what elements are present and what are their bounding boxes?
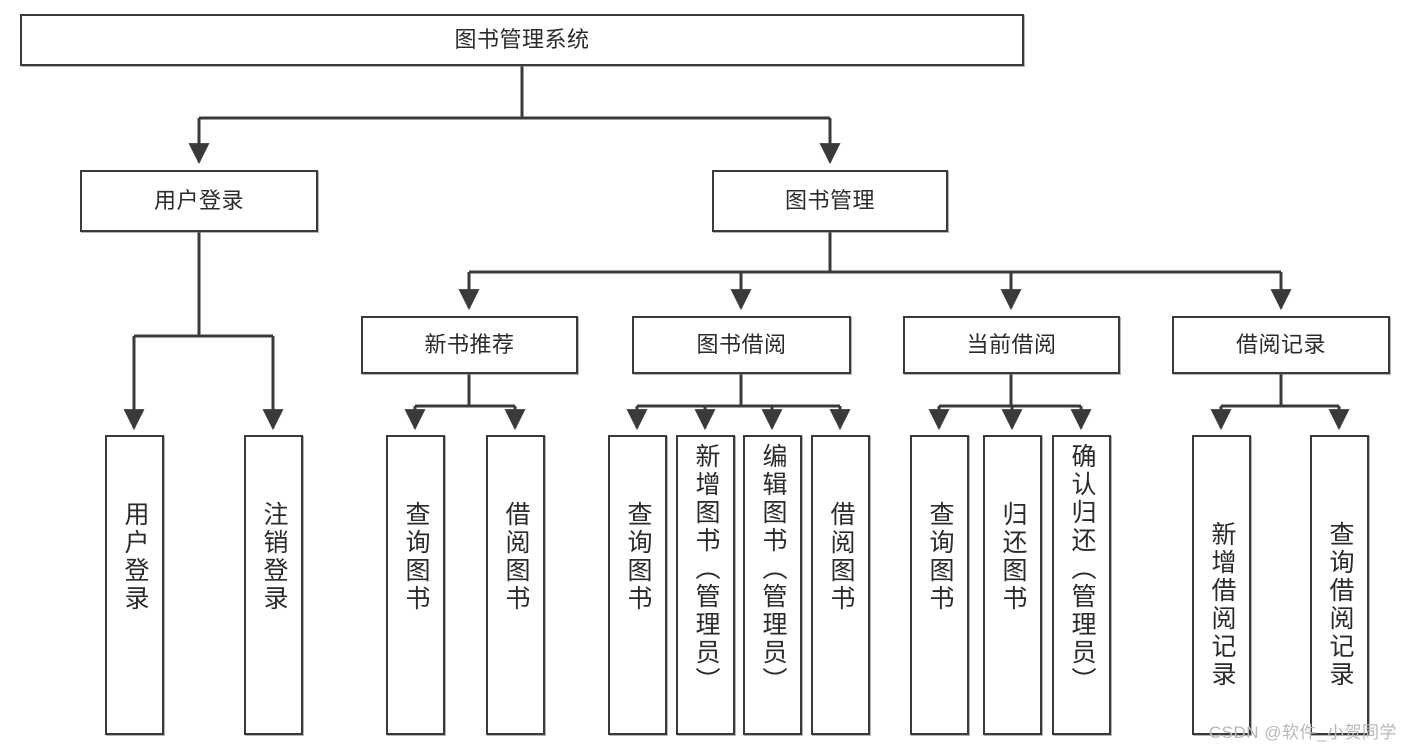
node-label-leaf-query-book-2: 查询图书 bbox=[624, 501, 652, 613]
node-leaf-borrow-book-1[interactable]: 借阅图书 bbox=[486, 435, 545, 735]
watermark: CSDN @软件_小贺同学 bbox=[1208, 723, 1397, 742]
node-leaf-query-record[interactable]: 查询借阅记录 bbox=[1310, 435, 1369, 735]
node-leaf-add-book[interactable]: 新增图书（管理员） bbox=[676, 435, 735, 735]
node-label-leaf-query-book-1: 查询图书 bbox=[402, 501, 430, 613]
node-label-book-borrow: 图书借阅 bbox=[696, 332, 787, 358]
node-label-leaf-return-book: 归还图书 bbox=[999, 501, 1027, 613]
node-leaf-edit-book[interactable]: 编辑图书（管理员） bbox=[743, 435, 802, 735]
node-borrow-record[interactable]: 借阅记录 bbox=[1172, 316, 1390, 374]
node-label-leaf-add-book: 新增图书（管理员） bbox=[692, 443, 720, 695]
node-book-borrow[interactable]: 图书借阅 bbox=[632, 316, 851, 374]
node-label-leaf-logout: 注销登录 bbox=[260, 501, 288, 613]
node-label-book-manage: 图书管理 bbox=[784, 188, 875, 214]
node-user-login[interactable]: 用户登录 bbox=[80, 170, 318, 232]
node-leaf-query-book-2[interactable]: 查询图书 bbox=[608, 435, 667, 735]
node-book-manage[interactable]: 图书管理 bbox=[712, 170, 948, 232]
node-label-user-login: 用户登录 bbox=[153, 188, 244, 214]
node-label-leaf-confirm-return: 确认归还（管理员） bbox=[1068, 443, 1096, 695]
node-leaf-add-record[interactable]: 新增借阅记录 bbox=[1192, 435, 1251, 735]
node-current-borrow[interactable]: 当前借阅 bbox=[903, 316, 1120, 374]
node-label-root: 图书管理系统 bbox=[454, 27, 590, 53]
node-leaf-query-book-3[interactable]: 查询图书 bbox=[910, 435, 969, 735]
node-label-leaf-add-record: 新增借阅记录 bbox=[1208, 521, 1236, 689]
node-new-book-recommend[interactable]: 新书推荐 bbox=[361, 316, 578, 374]
node-label-new-book-recommend: 新书推荐 bbox=[424, 332, 515, 358]
node-leaf-confirm-return[interactable]: 确认归还（管理员） bbox=[1052, 435, 1111, 735]
node-label-leaf-borrow-book-1: 借阅图书 bbox=[502, 501, 530, 613]
node-root[interactable]: 图书管理系统 bbox=[20, 14, 1024, 66]
node-label-leaf-edit-book: 编辑图书（管理员） bbox=[759, 443, 787, 695]
node-leaf-query-book-1[interactable]: 查询图书 bbox=[386, 435, 445, 735]
node-label-leaf-user-login: 用户登录 bbox=[121, 501, 149, 613]
node-label-leaf-query-record: 查询借阅记录 bbox=[1326, 521, 1354, 689]
node-leaf-user-login[interactable]: 用户登录 bbox=[105, 435, 164, 735]
node-label-borrow-record: 借阅记录 bbox=[1235, 332, 1326, 358]
node-label-current-borrow: 当前借阅 bbox=[966, 332, 1057, 358]
node-leaf-return-book[interactable]: 归还图书 bbox=[983, 435, 1042, 735]
node-label-leaf-borrow-book-2: 借阅图书 bbox=[827, 501, 855, 613]
node-leaf-borrow-book-2[interactable]: 借阅图书 bbox=[811, 435, 870, 735]
node-label-leaf-query-book-3: 查询图书 bbox=[926, 501, 954, 613]
node-leaf-logout[interactable]: 注销登录 bbox=[244, 435, 303, 735]
